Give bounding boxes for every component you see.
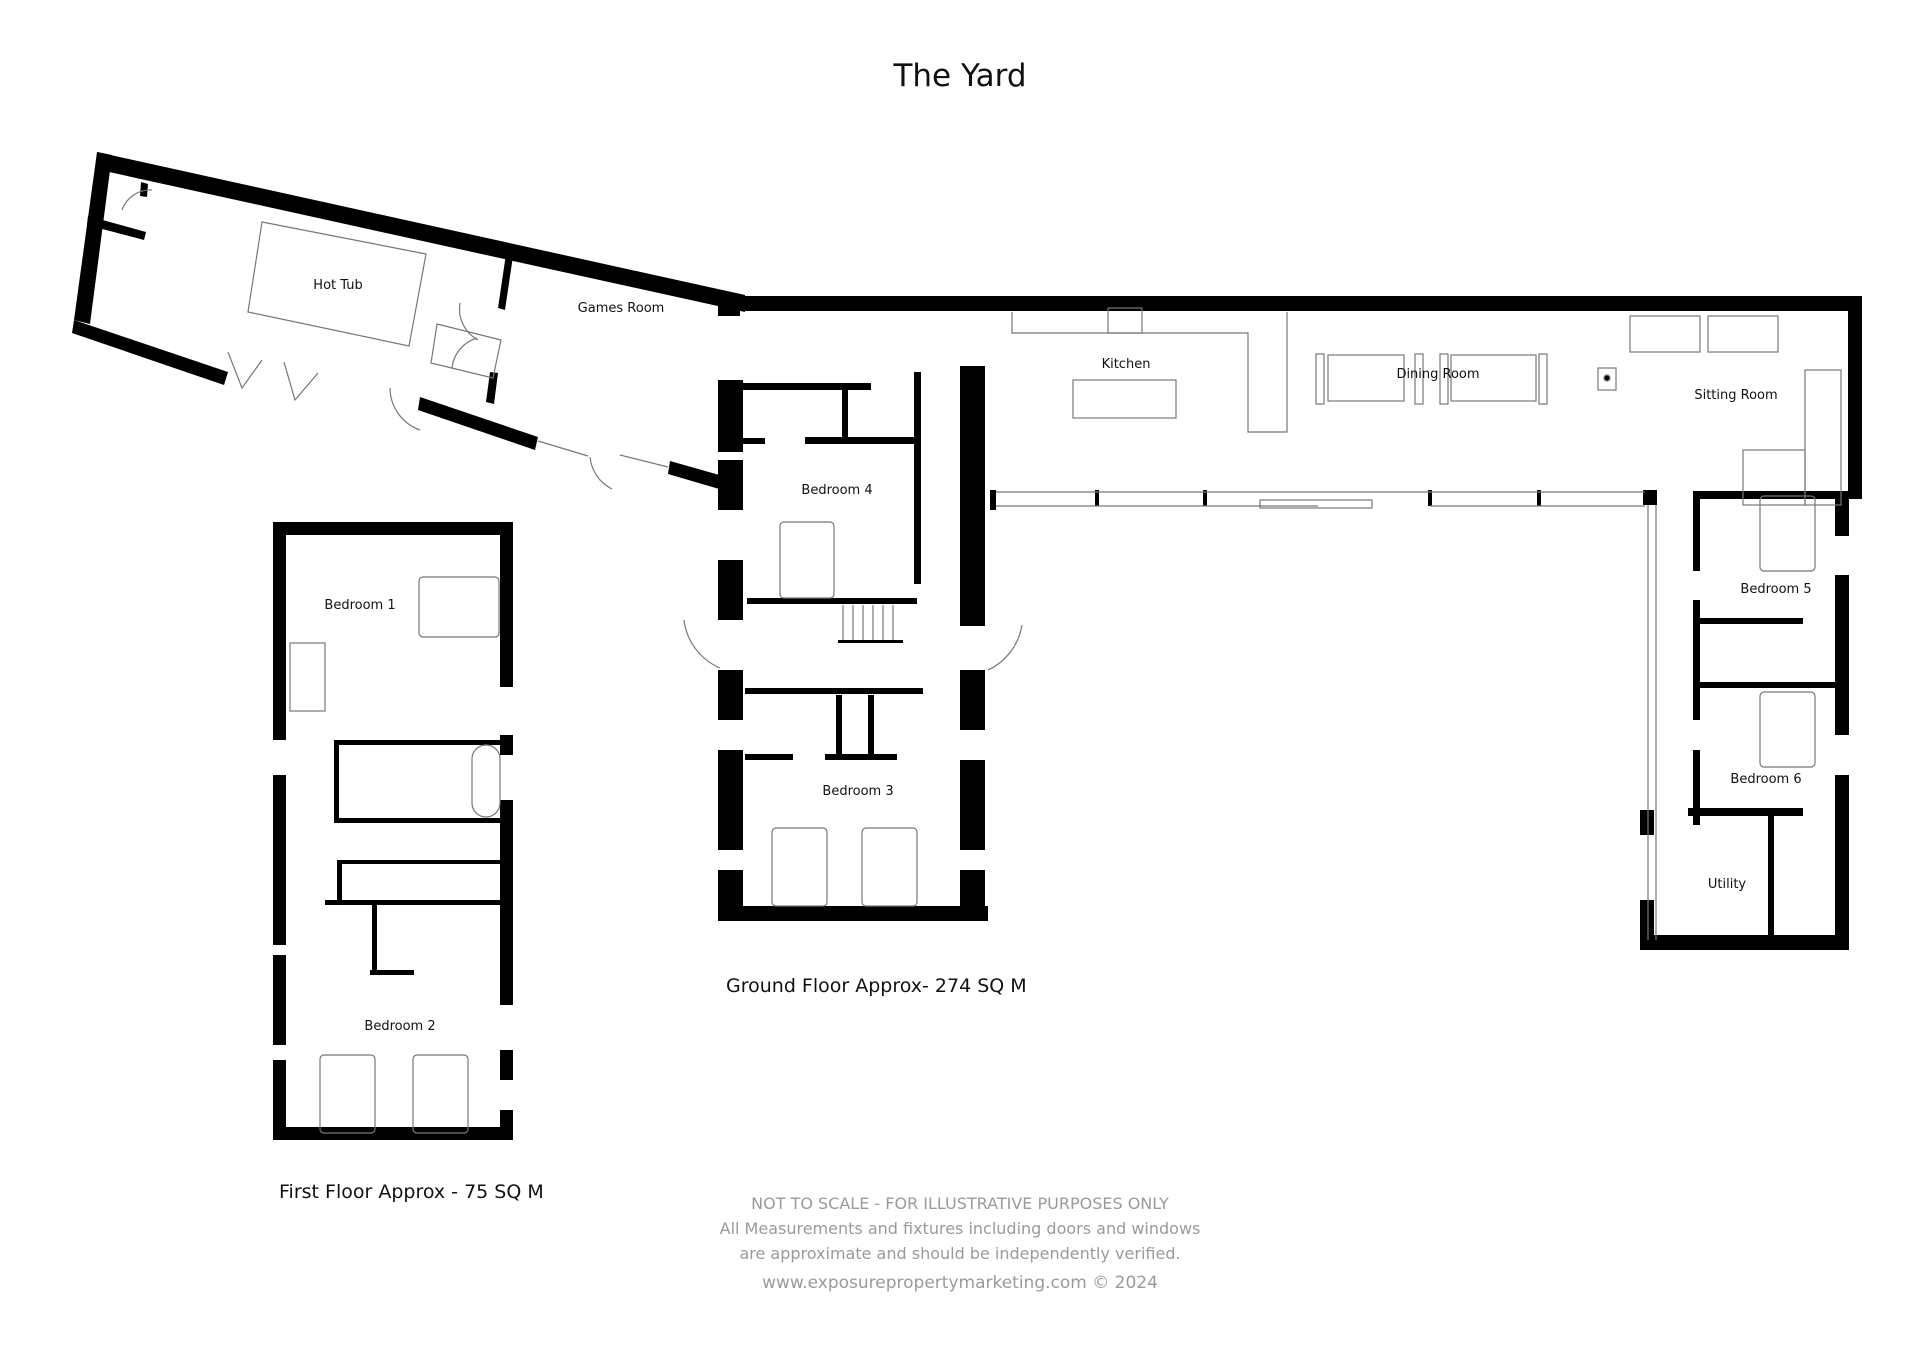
- room-label-bedroom-5: Bedroom 5: [1740, 582, 1812, 597]
- room-label-bedroom-2: Bedroom 2: [364, 1019, 436, 1034]
- disclaimer-verify: are approximate and should be independen…: [739, 1244, 1181, 1263]
- room-label-bedroom-6: Bedroom 6: [1730, 772, 1802, 787]
- disclaimer-measurements: All Measurements and fixtures including …: [719, 1219, 1201, 1238]
- room-label-bedroom-4: Bedroom 4: [801, 483, 873, 498]
- credit-link[interactable]: www.exposurepropertymarketing.com © 2024: [762, 1273, 1158, 1293]
- first-floor-label: First Floor Approx - 75 SQ M: [279, 1181, 544, 1203]
- disclaimer-not-to-scale: NOT TO SCALE - FOR ILLUSTRATIVE PURPOSES…: [751, 1194, 1169, 1213]
- room-label-bedroom-1: Bedroom 1: [324, 598, 396, 613]
- stairs-icon: [842, 605, 894, 640]
- ground-floor-label: Ground Floor Approx- 274 SQ M: [726, 975, 1027, 997]
- main-building-walls: [718, 296, 1862, 950]
- outbuilding-walls: [72, 152, 745, 491]
- room-label-dining-room: Dining Room: [1396, 367, 1480, 382]
- pool-table-icon: [430, 323, 502, 379]
- first-floor-walls: [273, 522, 513, 1140]
- room-label-utility: Utility: [1707, 877, 1747, 892]
- plan-title: The Yard: [893, 58, 1027, 94]
- main-fixtures: [683, 307, 1842, 940]
- room-label-kitchen: Kitchen: [1101, 357, 1151, 372]
- room-label-hot-tub: Hot Tub: [313, 278, 363, 293]
- room-label-games-room: Games Room: [577, 301, 665, 316]
- first-floor-fixtures: [289, 576, 501, 1134]
- room-label-sitting-room: Sitting Room: [1694, 388, 1778, 403]
- hot-tub-shape: [247, 221, 427, 347]
- room-label-bedroom-3: Bedroom 3: [822, 784, 894, 799]
